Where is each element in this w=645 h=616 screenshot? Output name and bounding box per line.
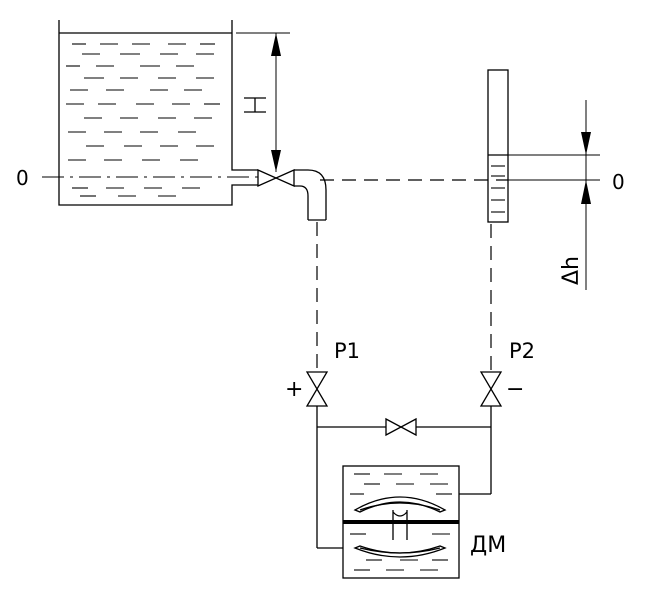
p1-label: P1 <box>334 339 360 363</box>
delta-h-label: Δh <box>559 256 584 285</box>
delta-h-dimension <box>508 100 600 290</box>
bypass-valve <box>385 417 417 437</box>
water-tank <box>58 20 290 206</box>
plus-sign: + <box>285 377 303 402</box>
h-label <box>244 97 266 113</box>
p2-label: P2 <box>509 339 535 363</box>
elbow-pipe <box>294 169 327 221</box>
valve-p1 <box>305 371 329 407</box>
zero-label-left: 0 <box>16 166 29 190</box>
outlet-valve <box>257 168 295 188</box>
bypass-line <box>316 406 492 548</box>
minus-sign: − <box>506 377 524 402</box>
valve-p2 <box>479 371 503 407</box>
differential-manometer <box>317 465 491 579</box>
h-dimension <box>244 33 281 172</box>
piezometer-tube <box>487 69 509 223</box>
zero-label-right: 0 <box>612 170 625 194</box>
dm-label: ДМ <box>470 533 506 558</box>
tank-liquid-hatch <box>66 43 220 197</box>
